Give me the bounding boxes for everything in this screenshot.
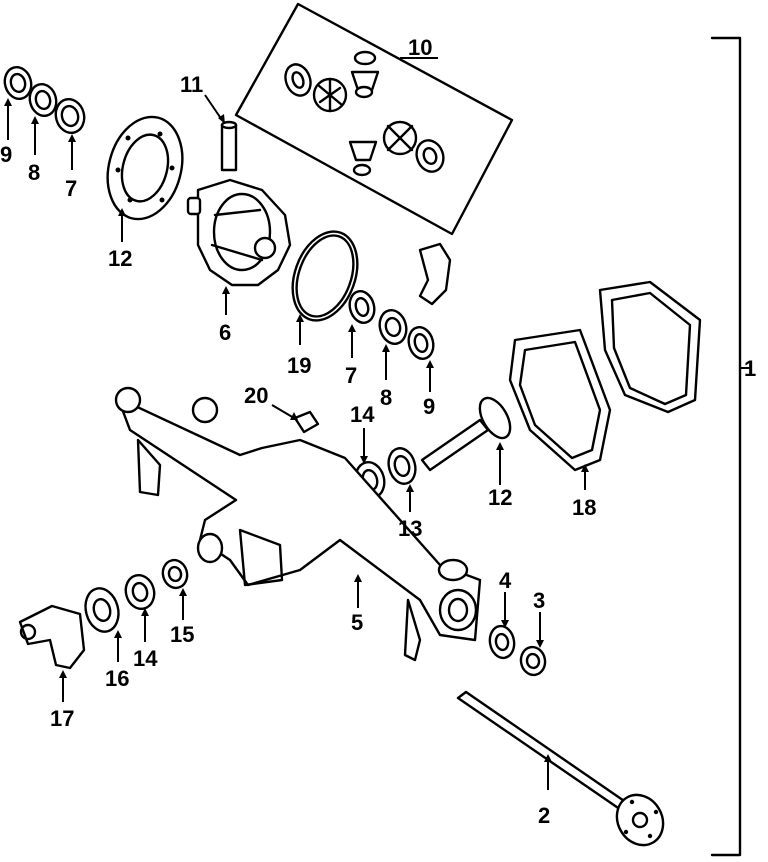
callout-16: 16 (105, 666, 129, 691)
callout-14-lower: 14 (133, 646, 158, 671)
callout-9-left: 9 (0, 142, 12, 167)
ring-gear-shim (291, 230, 359, 345)
differential-gear-kit (234, 2, 514, 236)
ring-gear (106, 115, 184, 242)
callout-8-right: 8 (380, 385, 392, 410)
housing-vent (271, 404, 320, 434)
callout-20: 20 (244, 383, 268, 408)
callout-9-right: 9 (423, 394, 435, 419)
callout-7-left: 7 (65, 176, 77, 201)
differential-cover-and-gasket (508, 280, 702, 490)
bearing-set-right (348, 290, 435, 392)
callout-10: 10 (408, 35, 432, 60)
assembly-bracket (710, 36, 752, 857)
callout-2: 2 (538, 803, 550, 828)
callout-labels: 1 2 3 4 5 6 7 7 8 8 9 9 10 11 12 12 13 1… (0, 35, 756, 828)
callout-6: 6 (219, 320, 231, 345)
pinion-yoke-group (18, 558, 189, 702)
drive-pinion (420, 396, 512, 485)
callout-3: 3 (533, 588, 545, 613)
callout-5: 5 (351, 610, 363, 635)
callout-4: 4 (499, 568, 512, 593)
bearing-set-left (3, 65, 86, 170)
callout-17: 17 (50, 706, 74, 731)
callout-11: 11 (180, 72, 203, 97)
callout-13: 13 (398, 516, 422, 541)
callout-14-upper: 14 (350, 402, 375, 427)
bearing-cap (418, 242, 452, 306)
callout-19: 19 (287, 353, 311, 378)
callout-7-right: 7 (345, 363, 357, 388)
axle-housing (114, 386, 482, 662)
callout-12-lower: 12 (488, 485, 512, 510)
differential-case (186, 178, 292, 315)
axle-shaft (456, 690, 665, 847)
callout-12-upper: 12 (108, 246, 132, 271)
callout-1: 1 (744, 356, 756, 381)
axle-bearing-and-seal (488, 592, 547, 677)
cross-shaft-pin (204, 94, 238, 172)
callout-18: 18 (572, 495, 596, 520)
callout-15: 15 (170, 622, 194, 647)
callout-8-left: 8 (28, 160, 40, 185)
